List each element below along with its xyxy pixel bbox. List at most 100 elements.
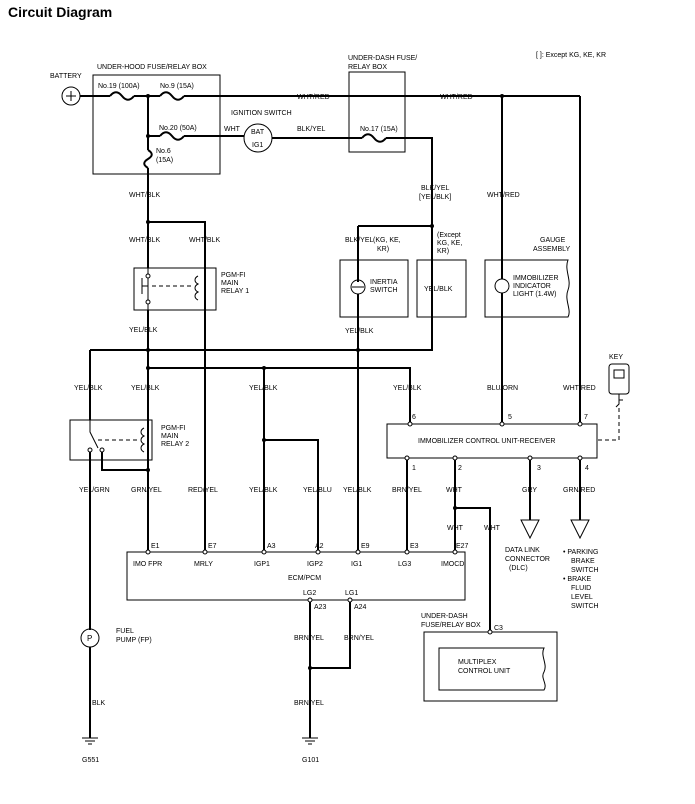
indicator-label-2: INDICATOR	[513, 283, 551, 290]
ignition-switch-label: IGNITION SWITCH	[231, 110, 292, 117]
wire-yel-blk-bracket: [YEL/BLK]	[419, 194, 451, 201]
wire-brn-yel-e3: BRN/YEL	[392, 487, 422, 494]
except-box	[416, 259, 467, 318]
wire-brn-yel-gnd: BRN/YEL	[294, 700, 324, 707]
ecm-pins	[145, 549, 458, 555]
wire-yel-blk-inertia-out: YEL/BLK	[345, 328, 374, 335]
pin-e9: E9	[361, 543, 370, 550]
ecm-terminal-imo-fpr: IMO FPR	[133, 561, 162, 568]
pin-3: 3	[537, 465, 541, 472]
ground-g101-label: G101	[302, 757, 319, 764]
wire-wht-c3: WHT	[484, 525, 501, 532]
indicator-light-symbol	[494, 278, 510, 294]
ecm-terminal-mrly: MRLY	[194, 561, 213, 568]
multiplex-label-2: CONTROL UNIT	[458, 668, 511, 675]
underdash2-box	[423, 631, 558, 702]
dlc-arrow	[520, 519, 540, 540]
diagram-title: Circuit Diagram	[8, 4, 112, 20]
underdash-fuse-box	[348, 71, 406, 153]
fuse-9-symbol	[159, 91, 185, 101]
pin-a3: A3	[267, 543, 276, 550]
dlc-label-1: DATA LINK	[505, 547, 540, 554]
parking-arrow	[570, 519, 590, 540]
fuse-17-symbol	[361, 133, 387, 143]
wire-wht-blk-3: WHT/BLK	[189, 237, 220, 244]
ecm-terminal-igp2: IGP2	[307, 561, 323, 568]
underhood-fuse-box	[92, 74, 221, 175]
ground-g551-label: G551	[82, 757, 99, 764]
relay2-label-2: MAIN	[161, 433, 179, 440]
fuse-9-label: No.9 (15A)	[160, 83, 194, 90]
multiplex-label-1: MULTIPLEX	[458, 659, 497, 666]
fuse-6-rating: (15A)	[156, 157, 173, 164]
except-note: [ ]: Except KG, KE, KR	[536, 52, 606, 59]
parking-label-2: BRAKE	[571, 558, 595, 565]
immobilizer-unit-box	[386, 423, 598, 459]
pin-4: 4	[585, 465, 589, 472]
parking-label-6: LEVEL	[571, 594, 593, 601]
indicator-label-3: LIGHT (1.4W)	[513, 291, 556, 298]
wire-gry: GRY	[522, 487, 537, 494]
inertia-note-1: (KG, KE,	[373, 237, 401, 244]
fuse-6-label: No.6	[156, 148, 171, 155]
inertia-note-2: KR)	[377, 246, 389, 253]
underhood-box-label: UNDER-HOOD FUSE/RELAY BOX	[97, 64, 207, 71]
wire-yel-blk-a: YEL/BLK	[74, 385, 103, 392]
wire-grn-red: GRN/RED	[563, 487, 595, 494]
relay1-label-2: MAIN	[221, 280, 239, 287]
wire-yel-grn: YEL/GRN	[79, 487, 110, 494]
relay2-label-3: RELAY 2	[161, 441, 189, 448]
wire-yel-blk-f: YEL/BLK	[343, 487, 372, 494]
except-note-3: KR)	[437, 248, 449, 255]
pin-a23: A23	[314, 604, 327, 611]
ign-ig1-label: IG1	[252, 142, 263, 149]
parking-label-7: SWITCH	[571, 603, 599, 610]
wire-wht-e27: WHT	[447, 525, 464, 532]
relay1-box	[133, 267, 217, 311]
relay1-label-3: RELAY 1	[221, 288, 249, 295]
ecm-pcm-box	[126, 551, 466, 601]
fuse-17-label: No.17 (15A)	[360, 126, 398, 133]
wire-yel-blk-r1: YEL/BLK	[129, 327, 158, 334]
wire-red-yel: RED/YEL	[188, 487, 218, 494]
ecm-terminal-igp1: IGP1	[254, 561, 270, 568]
pin-a24: A24	[354, 604, 367, 611]
ecm-terminal-imocd: IMOCD	[441, 561, 464, 568]
except-note-2: KG, KE,	[437, 240, 462, 247]
fuse-19-symbol	[109, 91, 135, 101]
wire-yel-blk-e: YEL/BLK	[249, 487, 278, 494]
ecm-terminal-lg2: LG2	[303, 590, 316, 597]
fuse-20-label: No.20 (50A)	[159, 125, 197, 132]
gauge-label-1: GAUGE	[540, 237, 566, 244]
parking-label-5: FLUID	[571, 585, 591, 592]
ecm-terminal-ig1: IG1	[351, 561, 362, 568]
underdash-box-label-1: UNDER-DASH FUSE/	[348, 55, 417, 62]
pin-a2: A2	[315, 543, 324, 550]
wire-blk-yel-ign: BLK/YEL	[297, 126, 326, 133]
wire-brn-yel-a24: BRN/YEL	[344, 635, 374, 642]
relay1-label-1: PGM-FI	[221, 272, 246, 279]
wire-wht-blk-2: WHT/BLK	[129, 237, 160, 244]
wire-grn-yel: GRN/YEL	[131, 487, 162, 494]
underdash2-label-1: UNDER-DASH	[421, 613, 468, 620]
gauge-assembly-box	[484, 259, 570, 318]
pin-e27: E27	[456, 543, 469, 550]
wire-blk-yel-drop: BLK/YEL	[421, 185, 450, 192]
inertia-switch-box	[339, 259, 409, 318]
underdash-box-label-2: RELAY BOX	[348, 64, 387, 71]
multiplex-control-unit	[438, 647, 546, 691]
except-note-1: (Except	[437, 232, 461, 239]
ecm-terminal-lg1: LG1	[345, 590, 358, 597]
dlc-label-3: (DLC)	[509, 565, 528, 572]
wire-yel-blk-d: YEL/BLK	[393, 385, 422, 392]
wire-brn-yel-a23: BRN/YEL	[294, 635, 324, 642]
ecm-terminal-lg3: LG3	[398, 561, 411, 568]
parking-label-4: • BRAKE	[563, 576, 591, 583]
fuel-pump-label-2: PUMP (FP)	[116, 637, 152, 644]
pin-2: 2	[458, 465, 462, 472]
wire-wht-red-top: WHT/RED	[297, 94, 330, 101]
key-label: KEY	[609, 354, 623, 361]
fuel-pump-p: P	[87, 634, 92, 643]
wire-wht-blk-1: WHT/BLK	[129, 192, 160, 199]
